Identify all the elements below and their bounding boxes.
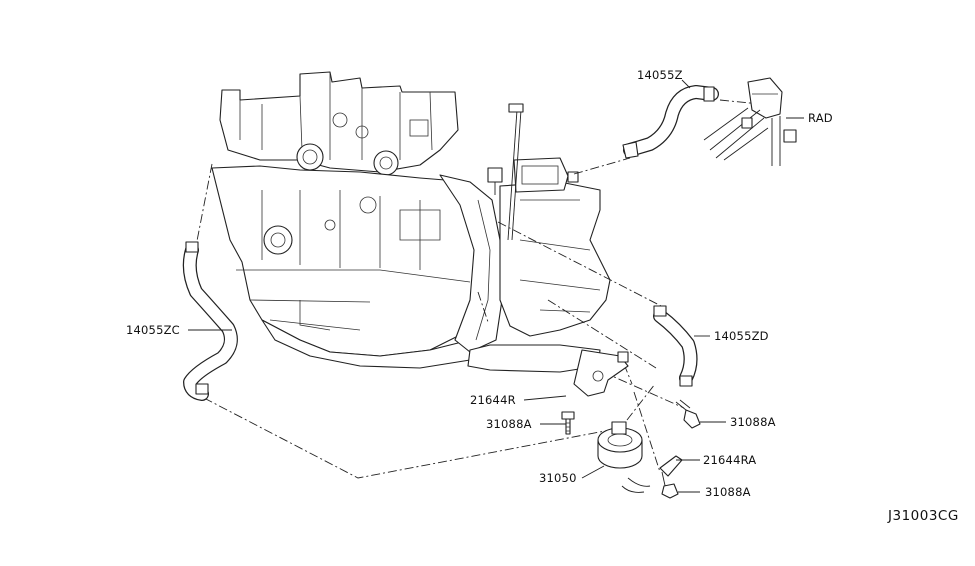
hose-left-14055zc[interactable] bbox=[182, 241, 238, 401]
bolt-left-31088a[interactable] bbox=[561, 411, 575, 435]
label-bolt-right-lower: 31088A bbox=[705, 485, 751, 499]
radiator-connection bbox=[703, 77, 797, 166]
engine-transmission-assembly bbox=[211, 71, 611, 373]
leader-lines bbox=[188, 79, 804, 493]
diagram-reference-code: J31003CG bbox=[887, 508, 959, 524]
label-radiator: RAD bbox=[808, 111, 833, 125]
valve-31050[interactable] bbox=[597, 421, 651, 493]
label-hose-right: 14055ZD bbox=[714, 329, 769, 343]
label-hose-left: 14055ZC bbox=[126, 323, 180, 337]
hose-right-14055zd[interactable] bbox=[653, 305, 698, 387]
label-bolt-left: 31088A bbox=[486, 417, 532, 431]
callout-labels: 14055Z RAD 14055ZC 14055ZD 21644R 31088A… bbox=[126, 68, 833, 499]
bolt-right-lower-31088a[interactable] bbox=[661, 483, 679, 499]
label-bolt-right-upper: 31088A bbox=[730, 415, 776, 429]
bracket-21644r[interactable] bbox=[573, 349, 629, 397]
label-valve: 31050 bbox=[539, 471, 577, 485]
label-hose-upper: 14055Z bbox=[637, 68, 683, 82]
hose-upper-14055z[interactable] bbox=[622, 85, 719, 159]
guide-lines bbox=[195, 99, 761, 479]
label-bracket: 21644R bbox=[470, 393, 516, 407]
label-bracket-right: 21644RA bbox=[703, 453, 756, 467]
bolt-right-upper-31088a[interactable] bbox=[675, 399, 701, 429]
